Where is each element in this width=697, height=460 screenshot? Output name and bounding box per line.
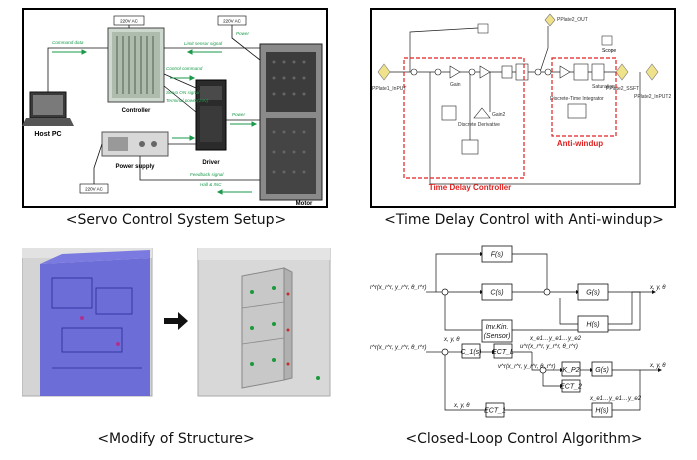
scope-block-2 [601, 35, 613, 46]
block-ECT-1: ECT_1 [484, 408, 506, 415]
block-H2: H(s) [595, 408, 608, 415]
hall-inc-label: Hall & INC [200, 182, 222, 187]
servo-setup-diagram: Host PC Controller Power supply Driver [22, 8, 328, 208]
power-label-top: Power [236, 31, 249, 36]
intermediate-ref-2: v^r(x_r^r, y_r^r, θ_r^r) [498, 364, 556, 370]
input-left-label: PPlate1_InPUT [372, 86, 406, 92]
anti-windup-region [551, 57, 617, 137]
power-supply-label: Power supply [115, 164, 155, 170]
reference-input-1: r^r(x_r^r, y_r^r, θ_r^r) [370, 285, 427, 291]
host-pc-image [22, 91, 74, 126]
closed-loop-block-diagram: F(s) C(s) G(s) H(s) Inv.Kin. (Sensor) C_… [370, 245, 666, 418]
anti-windup-label: Anti-windup [557, 139, 603, 148]
block-ECT-2: ECT_2 [560, 384, 582, 391]
block-G2: G(s) [595, 367, 609, 374]
feedback-label-2: x, y, θ [453, 403, 470, 409]
output-label-1: x, y, θ [649, 285, 666, 291]
scope-label: Scope [602, 48, 616, 54]
structure-modification-images [22, 248, 331, 397]
servo-on-label: Servo ON signal [166, 90, 200, 95]
block-C: C(s) [490, 290, 503, 297]
power-label-right: Power [232, 112, 245, 117]
gain2-label: Gain2 [492, 112, 506, 118]
caption-servo: <Servo Control System Setup> [65, 212, 287, 228]
tdc-region-label: Time Delay Controller [429, 183, 512, 192]
feedback-label-1: x, y, θ [443, 337, 460, 343]
tdc-simulink-diagram: PPlate1_InPUT PPlate2_OUT PPlate2_SSFT P… [370, 8, 676, 208]
controller-image [107, 27, 165, 103]
feedback-signal-label: Feedback signal [190, 172, 224, 177]
block-F: F(s) [491, 252, 503, 259]
structure-before-render [22, 248, 153, 397]
driver-label: Driver [202, 160, 220, 166]
motor-image [259, 43, 323, 201]
output-mid-label: PPlate2_SSFT [606, 86, 639, 92]
structure-after-render [197, 248, 331, 397]
caption-tdc: <Time Delay Control with Anti-windup> [384, 212, 664, 228]
encoder-label-1: x_e1…y_e1…y_e2 [529, 336, 582, 342]
ac-label-bottom: 220V AC [85, 187, 104, 192]
block-inv-kin: Inv.Kin. [486, 324, 509, 331]
limit-sensor-label: Limit sensor signal [184, 41, 223, 46]
output-right-label: PPlate2_InPUT2 [634, 94, 671, 100]
encoder-label-2: x_e1…y_e1…y_e2 [589, 396, 642, 402]
motor-label: Motor [296, 201, 313, 207]
discrete-derivative-label: Discrete Derivative [458, 122, 500, 128]
block-H: H(s) [586, 322, 599, 329]
reference-input-2: r^r(x_r^r, y_r^r, θ_r^r) [370, 345, 427, 351]
output-port-top [544, 13, 556, 27]
controller-label: Controller [122, 108, 151, 114]
block-ECT-L: ECT_L [492, 349, 514, 356]
tdc-region [403, 57, 525, 179]
block-C1: C_1(s) [460, 349, 481, 356]
intermediate-ref-1: u^r(x_r^r, y_r^r, θ_r^r) [520, 344, 578, 350]
scope-block-1 [477, 23, 489, 34]
terminal-power-label: Terminal power(24V) [166, 98, 209, 103]
command-data-label: Command data [52, 40, 84, 45]
block-KP2: K_P2 [562, 367, 579, 374]
output-label-2: x, y, θ [649, 363, 666, 369]
control-command-label: Control command [166, 66, 203, 71]
driver-image [195, 79, 227, 151]
input-port-left [377, 63, 391, 81]
saturation-label: Saturation [592, 84, 615, 90]
output-top-label: PPlate2_OUT [557, 17, 588, 23]
discrete-integrator-label: Discrete-Time Integrator [550, 96, 604, 102]
caption-closed-loop: <Closed-Loop Control Algorithm> [405, 431, 643, 447]
host-pc-label: Host PC [34, 131, 61, 138]
block-G: G(s) [586, 290, 600, 297]
ac-label-top: 220V AC [120, 19, 139, 24]
gain-label: Gain [450, 82, 461, 88]
output-port-mid [615, 63, 629, 81]
arrow-right-icon [164, 312, 188, 330]
ac-label-top-right: 220V AC [223, 19, 242, 24]
caption-structure: <Modify of Structure> [97, 431, 255, 447]
block-sensor: (Sensor) [484, 333, 511, 340]
power-supply-image [101, 131, 169, 157]
output-port-right [645, 63, 659, 81]
